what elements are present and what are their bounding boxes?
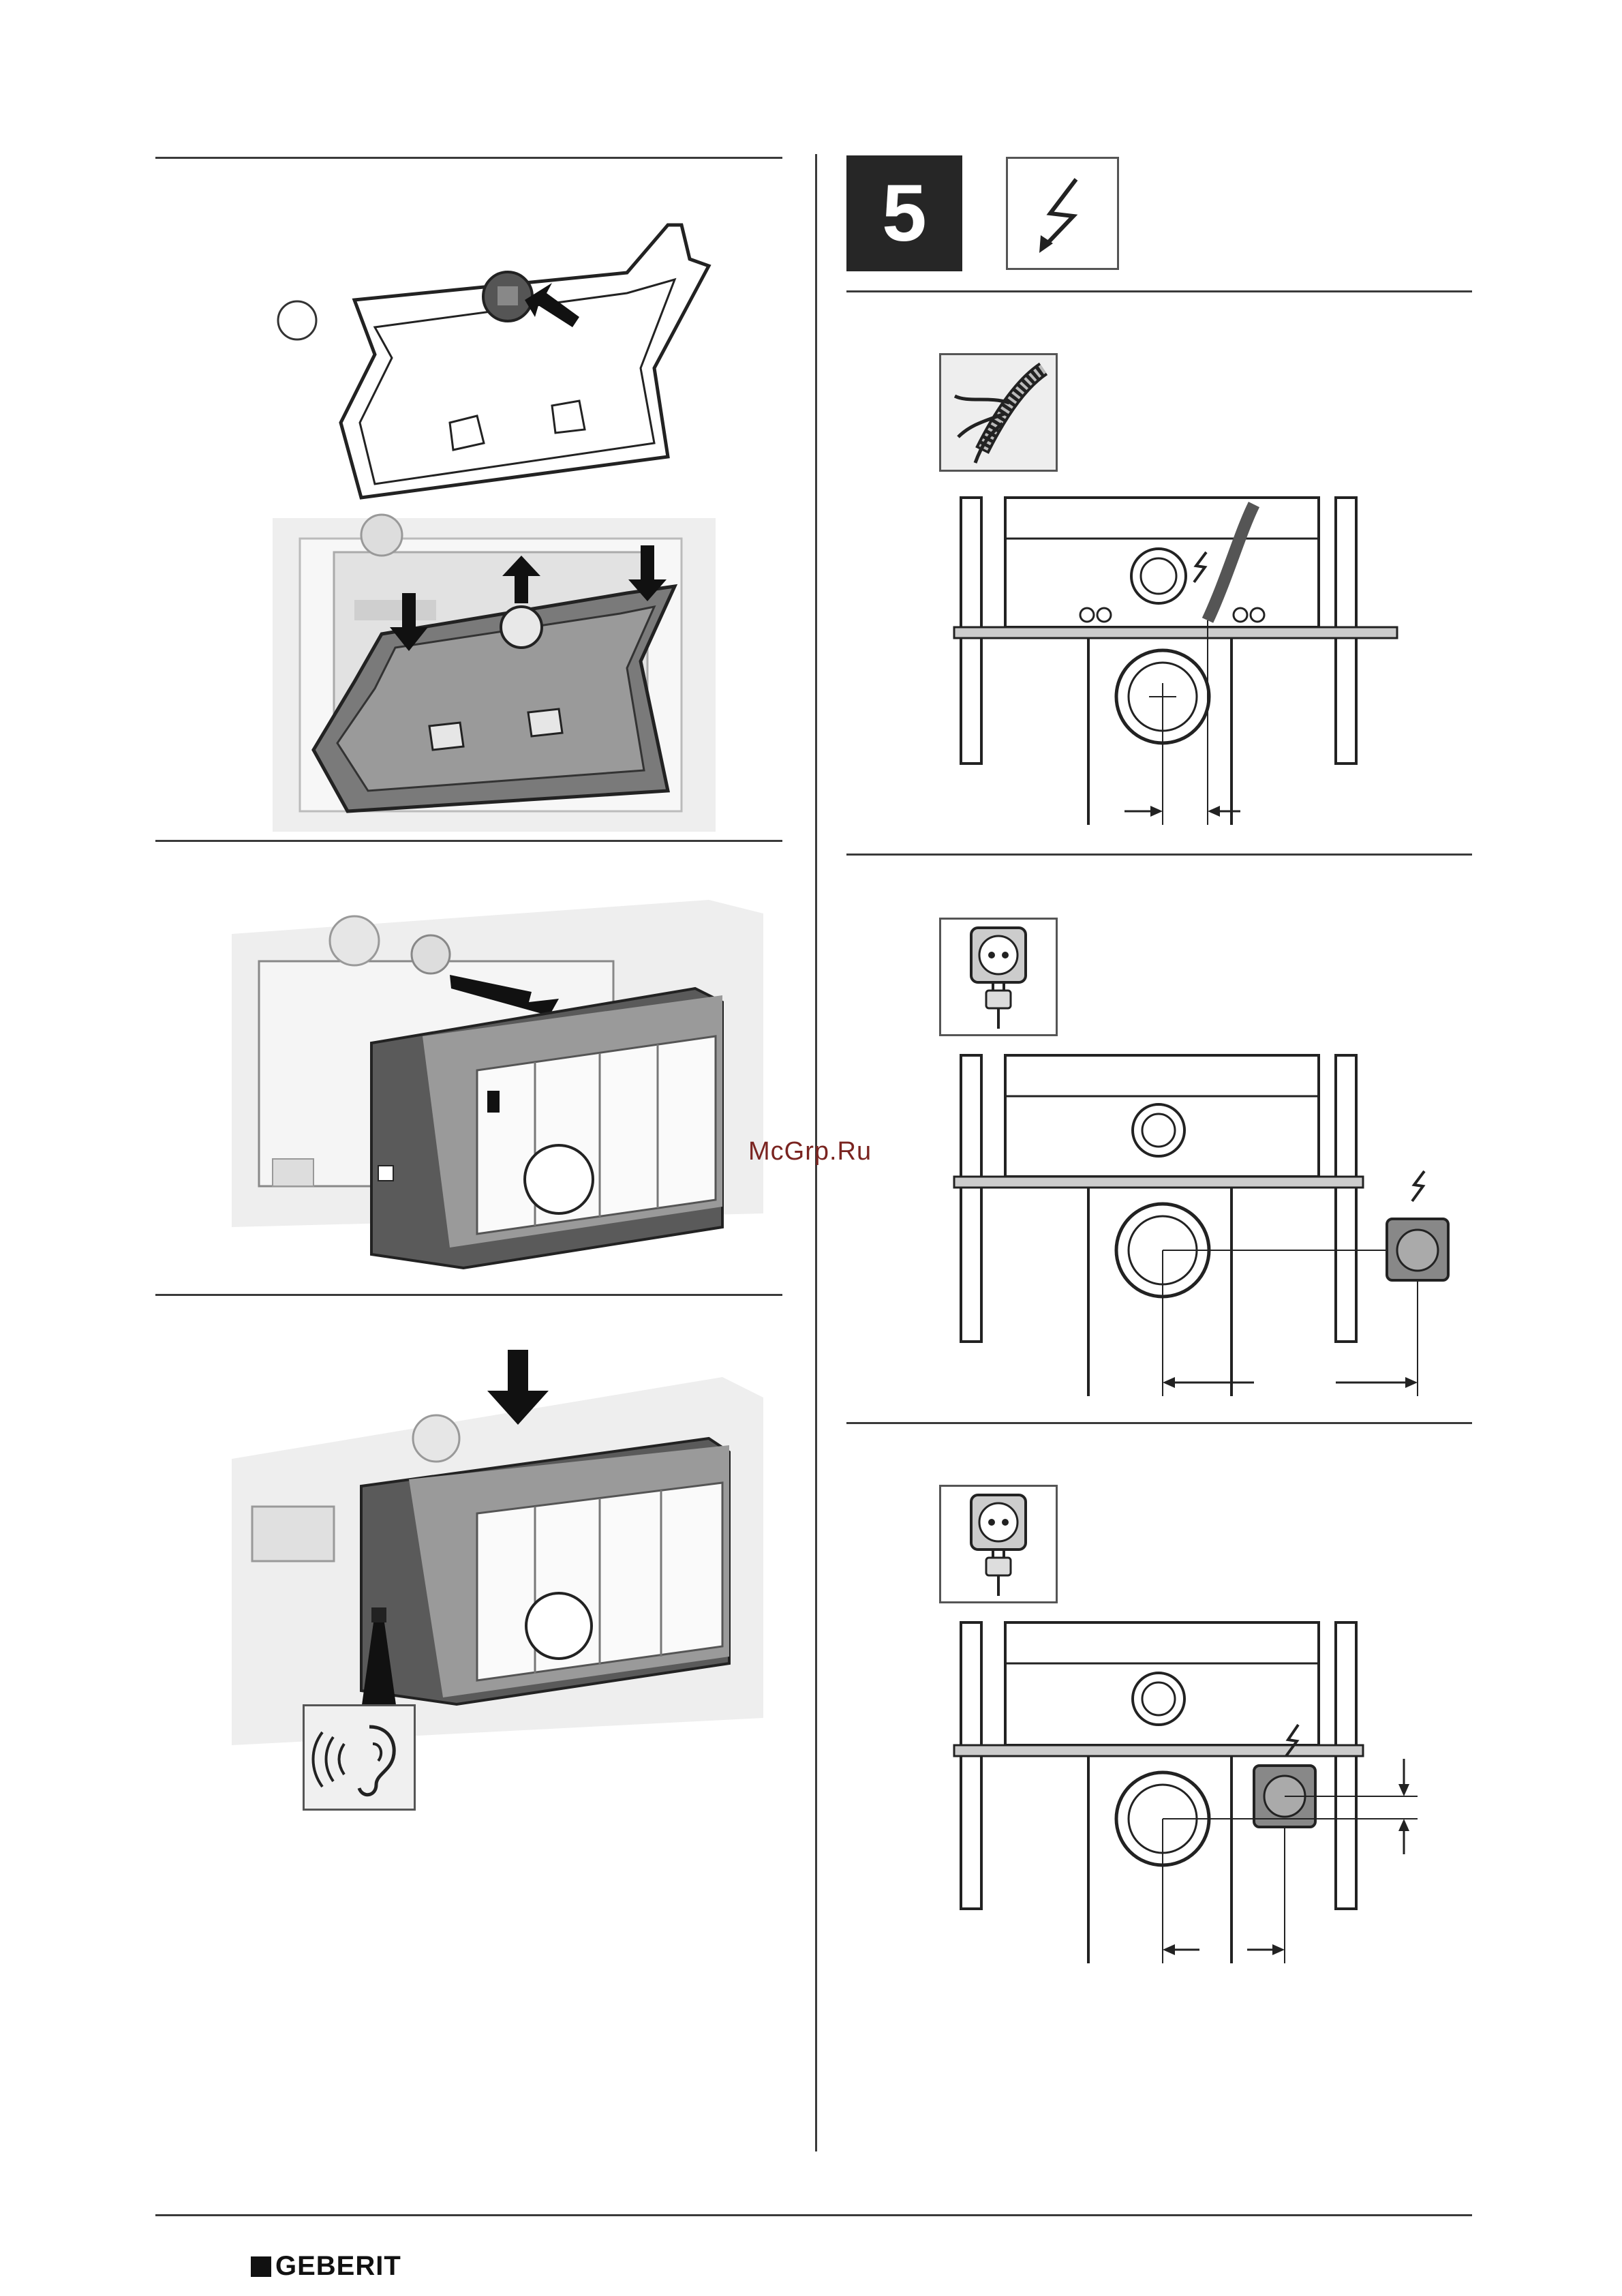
geberit-logo: GEBERIT bbox=[251, 2251, 401, 2282]
logo-square-icon bbox=[251, 2256, 271, 2277]
rule-right-2 bbox=[846, 854, 1472, 856]
conduit-cable-icon bbox=[939, 353, 1058, 472]
illustration-frame-plate bbox=[273, 198, 750, 832]
watermark: McGrp.Ru bbox=[748, 1137, 872, 1166]
power-socket-plug-icon-1 bbox=[939, 918, 1058, 1036]
ear-listen-icon bbox=[303, 1704, 416, 1811]
illustration-cover-insert bbox=[232, 886, 763, 1282]
electric-bolt-icon bbox=[1006, 157, 1119, 270]
rule-right-3 bbox=[846, 1422, 1472, 1424]
callout-circle-1 bbox=[278, 301, 316, 339]
power-socket-plug-icon-2 bbox=[939, 1485, 1058, 1603]
installation-drawing-cable bbox=[954, 498, 1397, 825]
logo-text: GEBERIT bbox=[275, 2251, 401, 2281]
step-number: 5 bbox=[846, 155, 962, 271]
rule-left-2 bbox=[155, 840, 782, 842]
rule-left-3 bbox=[155, 1294, 782, 1296]
rule-right-1 bbox=[846, 290, 1472, 292]
installation-drawing-socket-side bbox=[954, 1055, 1472, 1396]
installation-drawing-socket-low bbox=[954, 1622, 1472, 1963]
rule-footer bbox=[155, 2214, 1472, 2216]
rule-left-top bbox=[155, 157, 782, 159]
